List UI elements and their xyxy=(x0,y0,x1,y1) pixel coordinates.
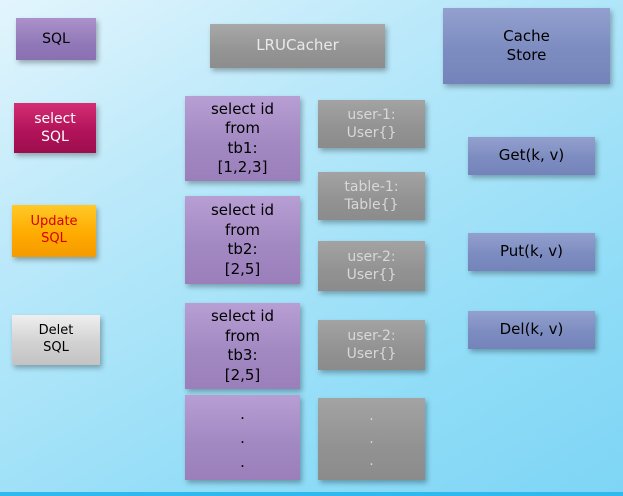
query-box-tb1: select id from tb1: [1,2,3] xyxy=(185,96,300,181)
cache-entry-user-1: user-1: User{} xyxy=(318,100,425,148)
cache-store-box: Cache Store xyxy=(443,8,610,84)
query-box-tb2: select id from tb2: [2,5] xyxy=(185,196,300,284)
query-box-tb3: select id from tb3: [2,5] xyxy=(185,303,300,389)
put-operation-box: Put(k, v) xyxy=(468,233,595,271)
select-sql-box: select SQL xyxy=(14,103,96,153)
get-operation-box: Get(k, v) xyxy=(468,137,595,175)
cache-entry-user-2a: user-2: User{} xyxy=(318,241,425,291)
lru-cacher-box: LRUCacher xyxy=(210,24,385,68)
update-sql-box: Update SQL xyxy=(12,205,96,257)
query-box-ellipsis: . . . xyxy=(185,395,300,480)
cache-entry-table-1: table-1: Table{} xyxy=(318,172,425,220)
sql-box: SQL xyxy=(16,18,96,60)
del-operation-box: Del(k, v) xyxy=(468,311,595,349)
cache-entry-user-2b: user-2: User{} xyxy=(318,320,425,370)
delete-sql-box: Delet SQL xyxy=(12,315,100,365)
cache-entry-ellipsis: . . . xyxy=(318,398,425,480)
